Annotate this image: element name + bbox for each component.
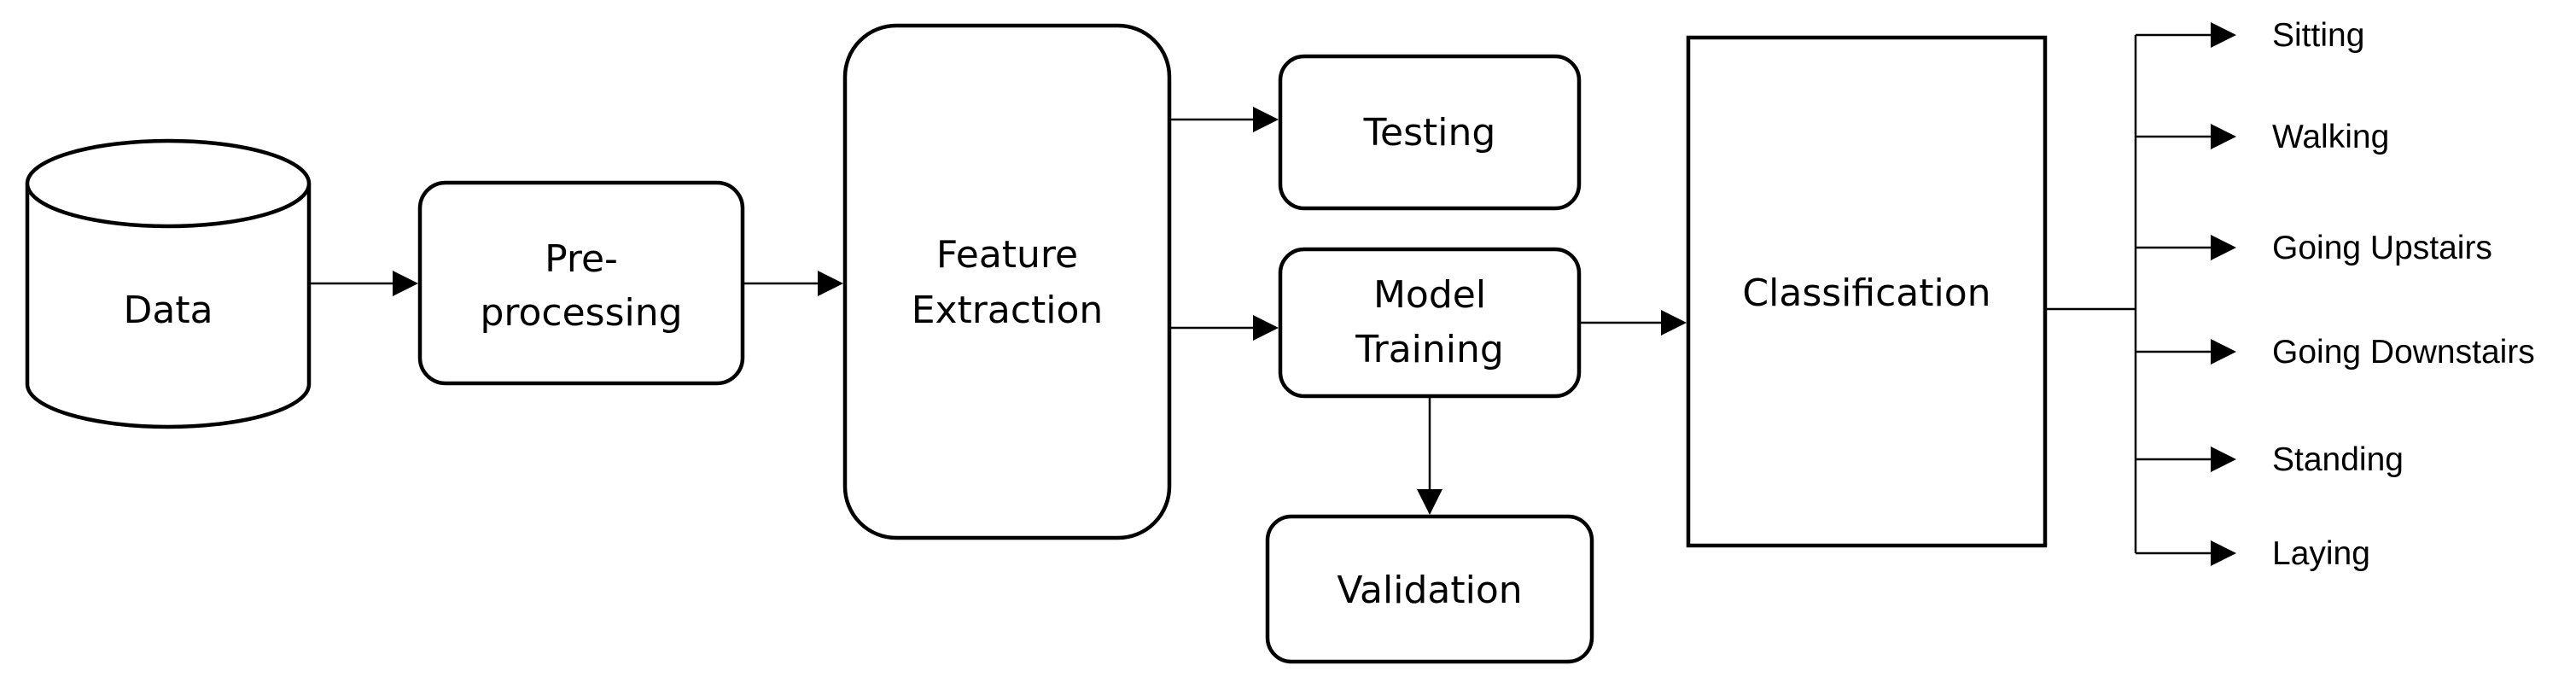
output-going-upstairs: Going Upstairs (2136, 230, 2492, 266)
classification-label: Classification (1742, 271, 1990, 315)
testing-box: Testing (1278, 54, 1582, 211)
arrow-feature-to-testing (1169, 107, 1279, 132)
output-walking: Walking (2136, 119, 2389, 155)
output-arrowhead (2211, 22, 2236, 48)
output-sitting: Sitting (2136, 17, 2364, 54)
validation-box: Validation (1265, 514, 1594, 664)
output-label: Sitting (2272, 17, 2364, 54)
output-arrowhead (2211, 235, 2236, 260)
output-arrowhead (2211, 124, 2236, 149)
preprocessing-label-line1: Pre- (545, 237, 618, 281)
arrow-training-to-validation (1417, 398, 1442, 515)
testing-label: Testing (1363, 111, 1496, 155)
output-label: Standing (2272, 441, 2404, 478)
output-standing: Standing (2136, 441, 2404, 478)
output-label: Walking (2272, 119, 2389, 155)
arrow-feature-to-training (1169, 315, 1279, 341)
arrow-training-to-classification (1579, 310, 1687, 336)
arrow-preprocessing-to-feature (743, 271, 843, 296)
output-label: Going Downstairs (2272, 334, 2535, 371)
model-training-label-line1: Model (1373, 273, 1486, 317)
output-arrowhead (2211, 446, 2236, 472)
output-laying: Laying (2136, 535, 2370, 572)
output-label: Laying (2272, 535, 2370, 572)
feature-extraction-label-line1: Feature (936, 233, 1078, 277)
output-going-downstairs: Going Downstairs (2136, 334, 2535, 371)
preprocessing-box: Pre- processing (417, 180, 745, 386)
data-label: Data (123, 289, 213, 332)
model-training-label-line2: Training (1355, 328, 1504, 371)
output-arrowhead (2211, 540, 2236, 566)
validation-label: Validation (1337, 569, 1522, 612)
preprocessing-label-line2: processing (480, 291, 682, 335)
output-arrowhead (2211, 339, 2236, 365)
feature-extraction-box: Feature Extraction (842, 23, 1172, 540)
data-cylinder: Data (25, 138, 312, 429)
arrow-data-to-preprocessing (309, 271, 418, 296)
feature-extraction-label-line2: Extraction (912, 289, 1104, 332)
model-training-box: Model Training (1278, 247, 1582, 399)
output-label: Going Upstairs (2272, 230, 2492, 266)
classification-box: Classification (1686, 35, 2048, 548)
